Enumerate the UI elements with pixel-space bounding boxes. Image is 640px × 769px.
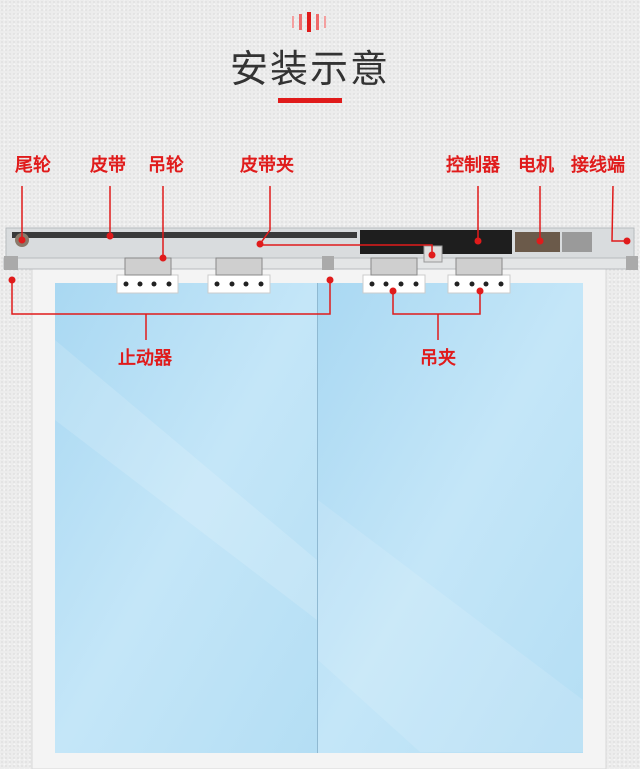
decor-top-marks [292, 12, 326, 32]
marker-dots [8, 232, 631, 295]
label-motor: 电机 [518, 155, 554, 176]
label-hanging-clamp: 吊夹 [420, 348, 456, 369]
operator-rail [3, 227, 638, 270]
title-underline [278, 98, 342, 103]
label-terminal: 接线端 [571, 155, 625, 176]
label-stopper: 止动器 [118, 348, 172, 369]
glass-right [318, 283, 583, 753]
label-controller: 控制器 [446, 155, 500, 176]
glass-left [55, 283, 317, 753]
label-belt-clamp: 皮带夹 [240, 155, 294, 176]
page-title: 安装示意 [229, 47, 390, 91]
label-tail-wheel: 尾轮 [15, 155, 51, 176]
label-belt: 皮带 [90, 155, 126, 176]
label-hanging-wheel: 吊轮 [148, 155, 184, 176]
